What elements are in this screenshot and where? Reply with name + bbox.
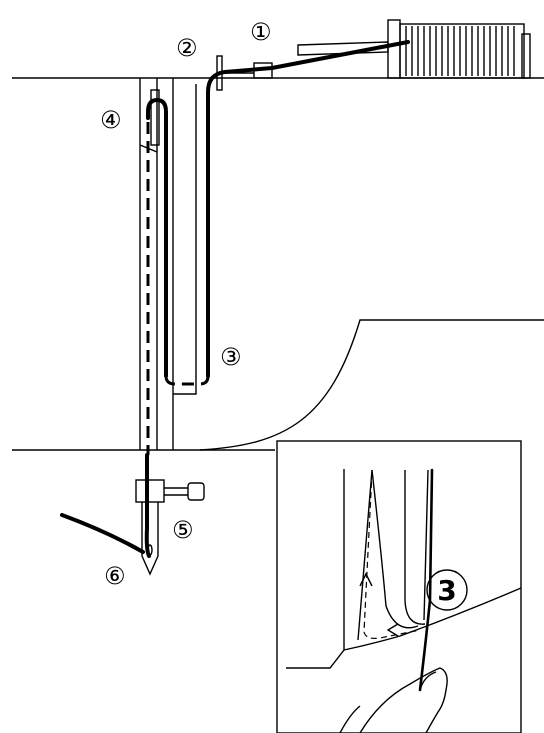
spool [297, 19, 531, 79]
step-1-label: ① [250, 18, 272, 46]
step-5-label: ⑤ [172, 516, 194, 544]
inset-detail: 3 [276, 440, 522, 733]
step-6-label: ⑥ [104, 562, 126, 590]
needle-assembly [135, 479, 205, 576]
step-3-label: ③ [220, 343, 242, 371]
thread-path [60, 40, 410, 558]
step-4-label: ④ [100, 106, 122, 134]
step-2-label: ② [176, 34, 198, 62]
step-labels: ① ② ③ ④ ⑤ ⑥ [100, 18, 272, 590]
machine-body [12, 77, 544, 451]
inset-step-label: 3 [437, 574, 456, 607]
